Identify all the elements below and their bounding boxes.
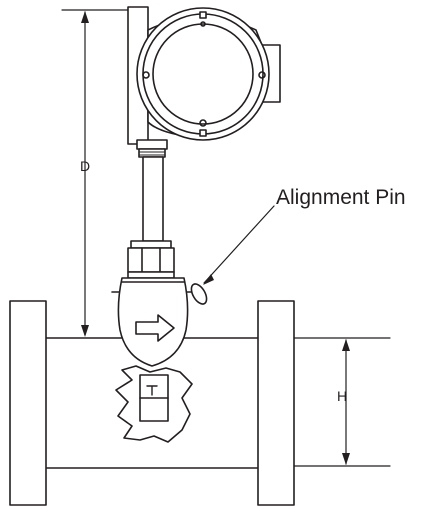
flow-arrow-icon [135,314,175,342]
alignment-pin-label: Alignment Pin [276,186,406,209]
screw-icon [199,119,207,127]
left-flange [9,300,47,506]
dimension-h-line [293,337,391,467]
display-cover [136,7,270,141]
screw-icon [142,71,150,79]
screw-icon [258,71,266,79]
cutaway-section [115,365,193,443]
screw-icon [200,21,206,27]
hex-nut [127,240,175,279]
dimension-d-line [61,9,131,337]
right-flange [257,300,295,506]
sensor-stem [136,139,168,242]
alignment-pin [190,205,275,305]
dimension-d-label: D [80,158,91,174]
dimension-h-label: H [337,388,348,404]
